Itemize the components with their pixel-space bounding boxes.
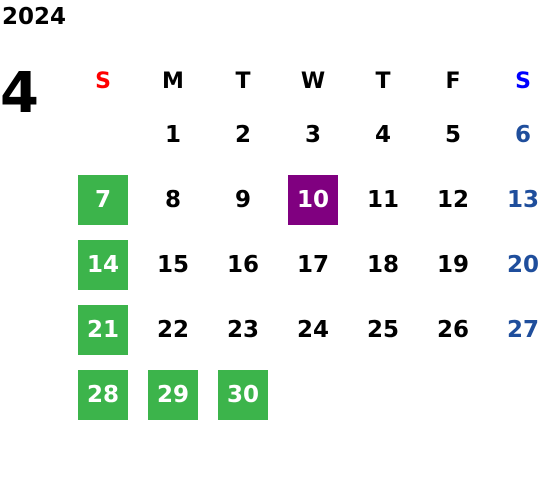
day-cell	[418, 362, 488, 427]
day-number: 17	[296, 251, 329, 278]
weekday-header-monday: M	[162, 68, 184, 94]
day-number: 13	[506, 186, 539, 213]
day-cell[interactable]: 19	[418, 232, 488, 297]
day-number: 4	[374, 121, 391, 148]
day-number	[288, 370, 338, 420]
day-number: 10	[288, 174, 338, 225]
day-cell[interactable]: 5	[418, 102, 488, 167]
day-number: 8	[164, 186, 181, 213]
day-cell[interactable]: 24	[278, 297, 348, 362]
day-cell[interactable]: 18	[348, 232, 418, 297]
day-cell	[348, 362, 418, 427]
day-number: 9	[234, 186, 251, 213]
day-number: 14	[78, 239, 128, 290]
day-cell[interactable]: 11	[348, 167, 418, 232]
day-cell[interactable]: 21	[68, 297, 138, 362]
day-cell[interactable]: 8	[138, 167, 208, 232]
year-label: 2024	[2, 4, 67, 30]
day-cell	[488, 362, 548, 427]
weekday-header-saturday: S	[515, 68, 531, 94]
day-cell[interactable]: 12	[418, 167, 488, 232]
day-number: 18	[366, 251, 399, 278]
day-number: 30	[218, 369, 268, 420]
day-cell[interactable]: 17	[278, 232, 348, 297]
weekday-header-sunday: S	[95, 68, 111, 94]
day-number: 24	[296, 316, 329, 343]
day-cell[interactable]: 27	[488, 297, 548, 362]
day-cell	[68, 102, 138, 167]
day-cell	[278, 362, 348, 427]
day-number: 26	[436, 316, 469, 343]
day-cell[interactable]: 30	[208, 362, 278, 427]
day-number: 23	[226, 316, 259, 343]
day-number: 2	[234, 121, 251, 148]
weekday-header-wednesday: W	[300, 68, 326, 94]
day-cell[interactable]: 22	[138, 297, 208, 362]
weekday-header-tuesday: T	[235, 68, 251, 94]
day-number: 16	[226, 251, 259, 278]
day-number: 22	[156, 316, 189, 343]
weekday-header-friday: F	[445, 68, 461, 94]
day-number: 28	[78, 369, 128, 420]
day-cell[interactable]: 13	[488, 167, 548, 232]
day-cell[interactable]: 10	[278, 167, 348, 232]
day-number	[498, 370, 548, 420]
day-number: 3	[304, 121, 321, 148]
day-number: 5	[444, 121, 461, 148]
day-cell[interactable]: 2	[208, 102, 278, 167]
calendar-grid: S M T W T F S 1 2 3 4 5 6 7 8 9 10 11 12…	[68, 60, 548, 427]
day-number	[78, 110, 128, 160]
day-number	[428, 370, 478, 420]
day-cell[interactable]: 9	[208, 167, 278, 232]
day-cell[interactable]: 23	[208, 297, 278, 362]
day-cell[interactable]: 28	[68, 362, 138, 427]
month-label: 4	[0, 61, 39, 126]
day-cell[interactable]: 25	[348, 297, 418, 362]
day-cell[interactable]: 3	[278, 102, 348, 167]
weekday-header-thursday: T	[375, 68, 391, 94]
day-number: 29	[148, 369, 198, 420]
day-number: 6	[514, 121, 531, 148]
day-cell[interactable]: 20	[488, 232, 548, 297]
day-number: 15	[156, 251, 189, 278]
day-cell[interactable]: 15	[138, 232, 208, 297]
day-number: 1	[164, 121, 181, 148]
day-number: 19	[436, 251, 469, 278]
day-number: 25	[366, 316, 399, 343]
day-number	[358, 370, 408, 420]
day-number: 11	[366, 186, 399, 213]
day-cell[interactable]: 26	[418, 297, 488, 362]
day-cell[interactable]: 29	[138, 362, 208, 427]
day-number: 7	[78, 174, 128, 225]
day-cell[interactable]: 6	[488, 102, 548, 167]
day-cell[interactable]: 1	[138, 102, 208, 167]
day-cell[interactable]: 4	[348, 102, 418, 167]
day-number: 21	[78, 304, 128, 355]
day-number: 20	[506, 251, 539, 278]
day-number: 12	[436, 186, 469, 213]
day-cell[interactable]: 14	[68, 232, 138, 297]
day-cell[interactable]: 7	[68, 167, 138, 232]
day-number: 27	[506, 316, 539, 343]
day-cell[interactable]: 16	[208, 232, 278, 297]
